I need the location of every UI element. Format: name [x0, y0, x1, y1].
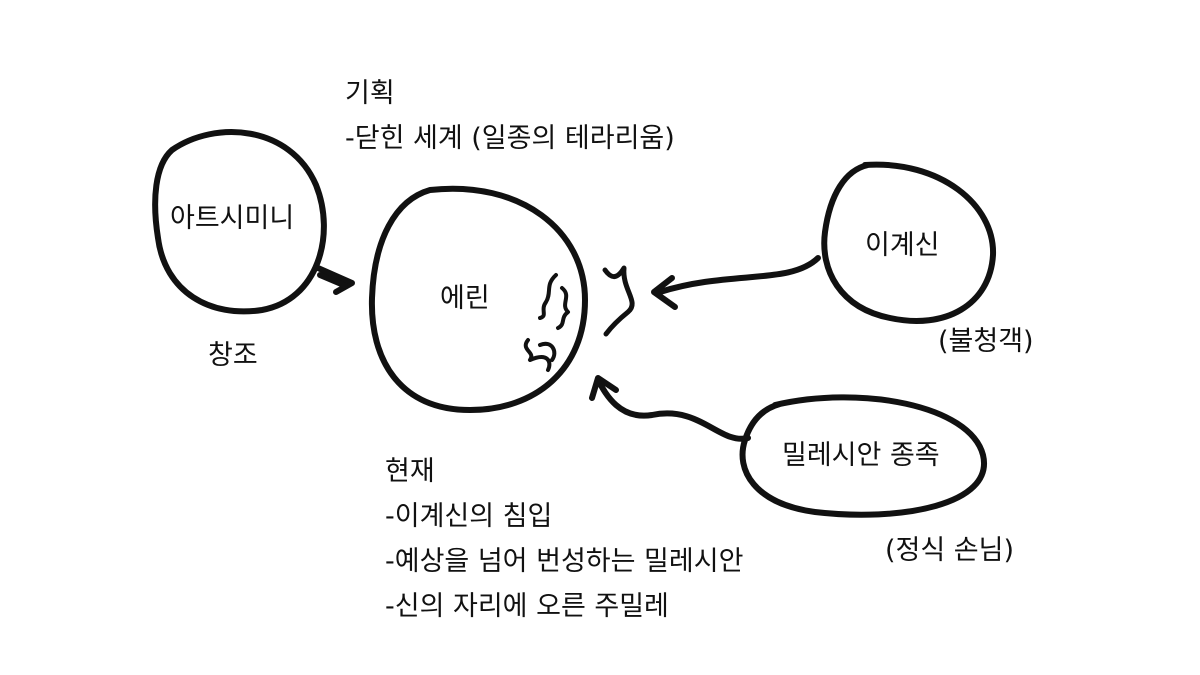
note-present: 현재 -이계신의 침입 -예상을 넘어 번성하는 밀레시안 -신의 자리에 오른…: [385, 458, 743, 638]
crack-lower-2: [538, 341, 557, 362]
creation-arrow: [315, 265, 355, 295]
note-present-line: -예상을 넘어 번성하는 밀레시안: [385, 546, 744, 577]
note-present-line: -신의 자리에 오른 주밀레: [385, 591, 669, 622]
milesian-arrowhead: [589, 375, 619, 401]
note-plan-line: -닫힌 세계 (일종의 테라리움): [345, 123, 675, 154]
node-label-artemis: 아트시미니: [170, 203, 295, 234]
node-circle-outer-god: [821, 161, 997, 324]
node-circle-artemis: [152, 129, 327, 315]
outer-god-arrow: [657, 255, 821, 295]
node-label-eri: 에린: [440, 283, 490, 314]
milesian-arrow: [595, 377, 751, 442]
node-label-outer-god: 이계신: [865, 230, 940, 261]
node-circle-eri: [368, 185, 588, 413]
creation-arrow-inner: [317, 272, 349, 289]
note-plan: 기획 -닫힌 세계 (일종의 테라리움): [345, 80, 675, 170]
crack-upper-2: [556, 286, 570, 330]
outer-god-arrowhead: [651, 275, 678, 310]
node-label-milesian: 밀레시안 종족: [782, 440, 940, 471]
note-present-line: -이계신의 침입: [385, 501, 553, 532]
impact-burst: [602, 265, 635, 337]
crack-upper: [538, 273, 558, 320]
label-uninvited: (불청객): [938, 326, 1034, 357]
crack-lower: [523, 338, 552, 372]
label-official-guest: (정식 손님): [885, 535, 1015, 566]
note-present-title: 현재: [385, 456, 435, 487]
label-creation: 창조: [208, 340, 258, 371]
note-plan-title: 기획: [345, 78, 395, 109]
